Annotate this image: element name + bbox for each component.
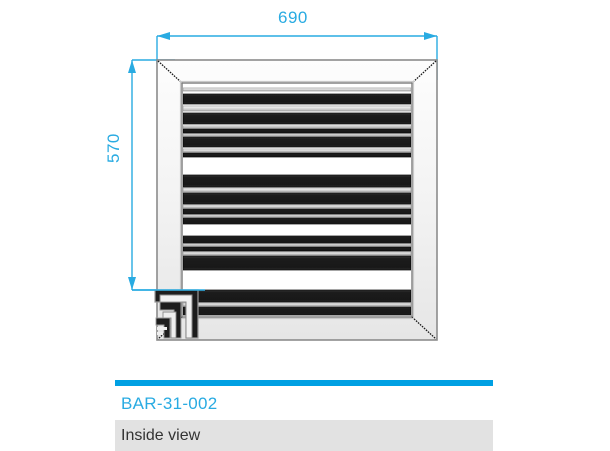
louver-blade: [183, 152, 411, 158]
view-label: Inside view: [121, 426, 201, 444]
louver-blade: [183, 217, 411, 225]
accent-rule: [115, 380, 493, 386]
dimension-height-value: 570: [104, 133, 123, 163]
louver-blade: [183, 192, 411, 205]
louver-blade: [183, 187, 411, 193]
louver-blade: [183, 148, 411, 153]
louver-blade: [183, 204, 411, 209]
louver-blade: [183, 289, 411, 303]
louver-blade: [183, 128, 411, 134]
louver-blade: [183, 243, 411, 247]
louver-blade: [183, 93, 411, 105]
louver-blade: [183, 214, 411, 218]
louver-blade: [183, 136, 411, 148]
view-label-band: Inside view: [115, 420, 493, 451]
louver-blade: [183, 105, 411, 112]
dimension-width-value: 690: [278, 8, 308, 27]
product-code-label: BAR-31-002: [115, 386, 493, 420]
louver-blade: [183, 302, 411, 307]
louver-blade: [183, 208, 411, 215]
louver-blade: [183, 87, 411, 92]
louver-blade: [183, 306, 411, 316]
corner-profile-detail: [132, 289, 205, 339]
label-block: BAR-31-002 Inside view: [115, 380, 493, 451]
louver-blade: [183, 255, 411, 271]
louver-blade: [183, 133, 411, 137]
louver-blade: [183, 246, 411, 252]
louver-blade-group: [183, 87, 411, 316]
louver-blade: [183, 235, 411, 244]
louver-blade: [183, 174, 411, 188]
louver-blade: [183, 251, 411, 256]
louver-blade: [183, 112, 411, 125]
louver-blade: [183, 125, 411, 129]
